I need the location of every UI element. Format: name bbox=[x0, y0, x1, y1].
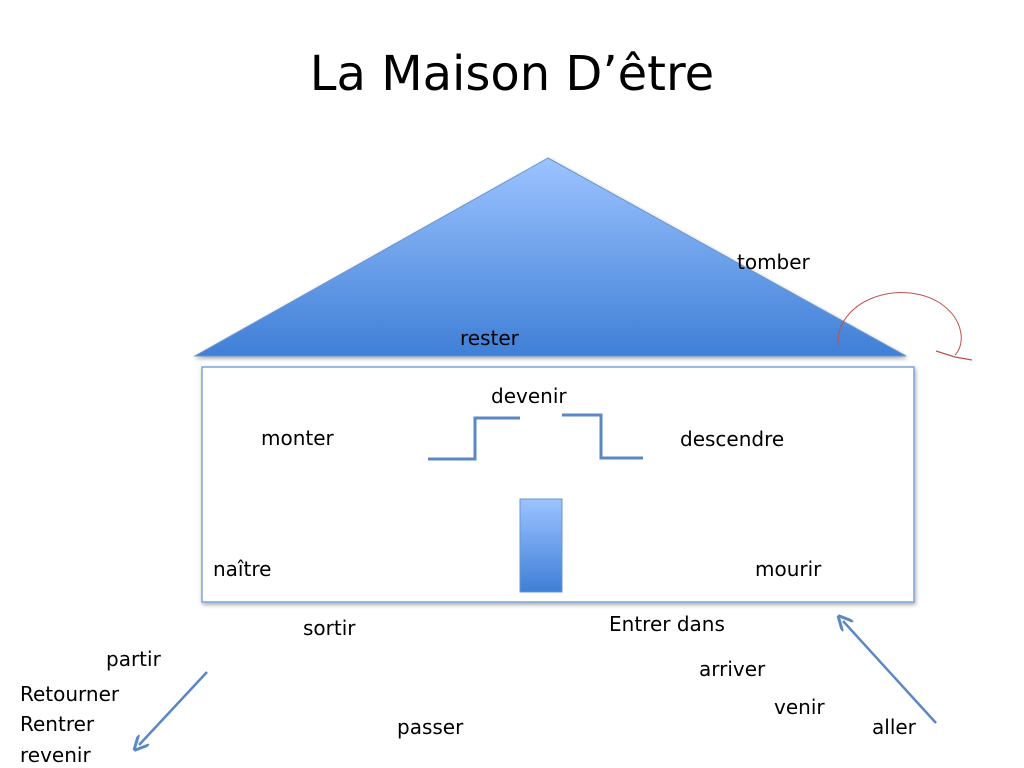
fall-arrowhead bbox=[935, 350, 973, 361]
verb-entrer-dans: Entrer dans bbox=[609, 612, 725, 636]
verb-arriver: arriver bbox=[699, 657, 766, 681]
verb-revenir: revenir bbox=[20, 743, 91, 767]
verb-rester: rester bbox=[460, 326, 519, 350]
fall-curve-arrow bbox=[837, 292, 962, 356]
verb-sortir: sortir bbox=[303, 616, 356, 640]
verb-devenir: devenir bbox=[491, 384, 567, 408]
verb-mourir: mourir bbox=[755, 557, 822, 581]
verb-tomber: tomber bbox=[737, 250, 810, 274]
verb-passer: passer bbox=[397, 715, 464, 739]
door bbox=[519, 498, 563, 593]
leave-arrow bbox=[139, 671, 208, 745]
verb-naitre: naître bbox=[213, 557, 272, 581]
stairs-up-line bbox=[428, 416, 520, 461]
verb-descendre: descendre bbox=[680, 427, 785, 451]
verb-monter: monter bbox=[261, 426, 334, 450]
verb-rentrer: Rentrer bbox=[20, 712, 95, 736]
verb-retourner: Retourner bbox=[20, 682, 120, 706]
go-arrow bbox=[843, 621, 937, 724]
verb-venir: venir bbox=[774, 695, 825, 719]
verb-aller: aller bbox=[872, 715, 916, 739]
slide-title: La Maison D’être bbox=[309, 46, 715, 102]
roof-triangle bbox=[193, 157, 907, 357]
verb-partir: partir bbox=[106, 647, 161, 671]
stairs-down-line bbox=[562, 413, 643, 460]
